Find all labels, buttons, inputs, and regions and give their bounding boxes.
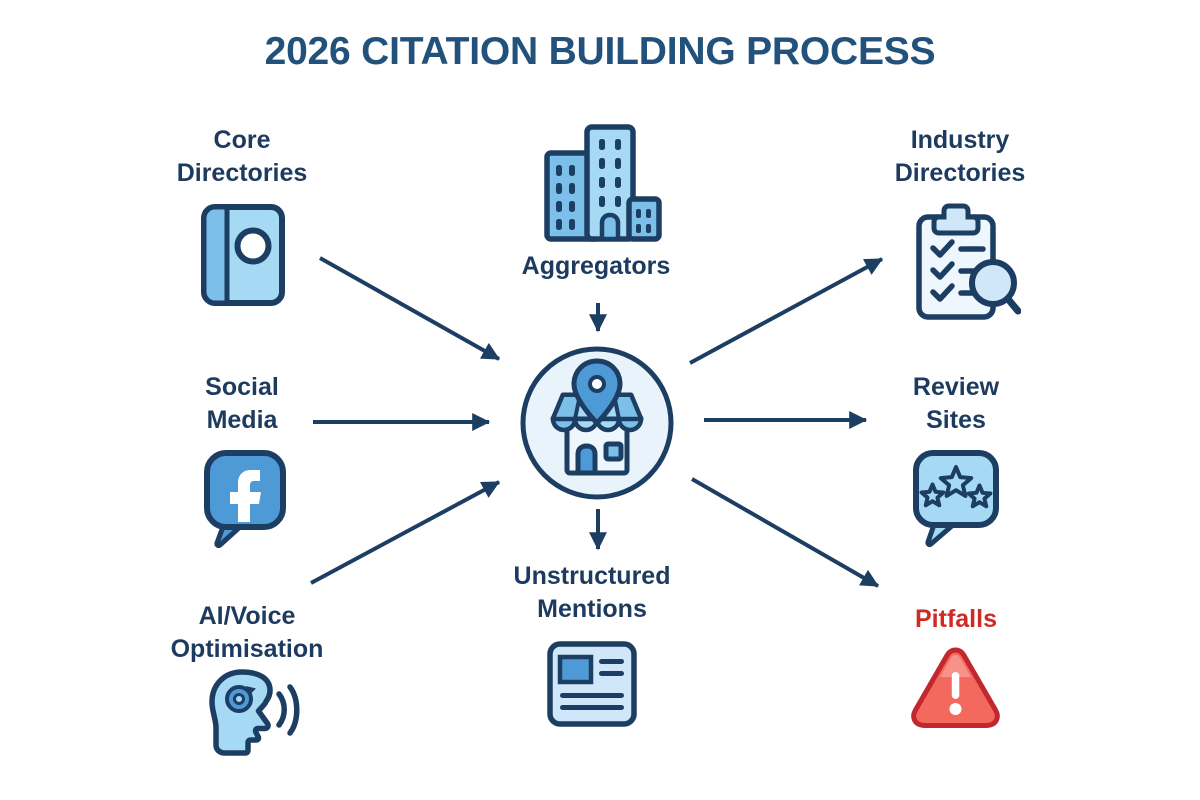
facebook-speech-bubble-icon [204,450,286,548]
label-line: Mentions [537,595,647,623]
label-line: Social [205,373,279,401]
storefront-location-pin-icon [520,346,674,500]
label-pitfalls: Pitfalls [915,603,997,636]
label-aggregators: Aggregators [522,250,671,283]
office-buildings-icon [544,124,662,242]
arrow-hub-to-industry-directories [689,257,884,365]
arrow-core-directories-to-hub [319,256,501,361]
label-social-media: Social Media [205,371,279,437]
label-review-sites: Review Sites [913,371,999,437]
voice-head-icon [209,669,300,756]
label-unstructured-mentions: Unstructured Mentions [514,560,671,626]
label-line: Optimisation [170,635,324,663]
label-line: Directories [176,159,308,187]
label-line: Industry [910,126,1010,154]
label-industry-directories: Industry Directories [895,124,1026,190]
label-line: Review [912,373,1000,401]
arrow-ai-voice-to-hub [310,480,501,585]
label-line: Pitfalls [915,605,997,633]
checklist-magnifier-icon [916,203,1021,320]
label-line: Unstructured [513,562,671,590]
label-line: AI/Voice [198,602,296,630]
news-article-icon [547,641,637,727]
arrow-hub-to-pitfalls [691,477,880,588]
address-book-icon [201,204,285,306]
label-line: Media [206,406,278,434]
warning-triangle-icon [911,647,1000,728]
label-ai-voice-optimisation: AI/Voice Optimisation [171,600,324,666]
label-line: Sites [926,406,986,434]
label-line: Core [213,126,271,154]
page-title: 2026 CITATION BUILDING PROCESS [264,30,936,73]
label-line: Aggregators [521,252,671,280]
label-core-directories: Core Directories [177,124,308,190]
label-line: Directories [894,159,1026,187]
star-review-bubble-icon [913,450,999,548]
